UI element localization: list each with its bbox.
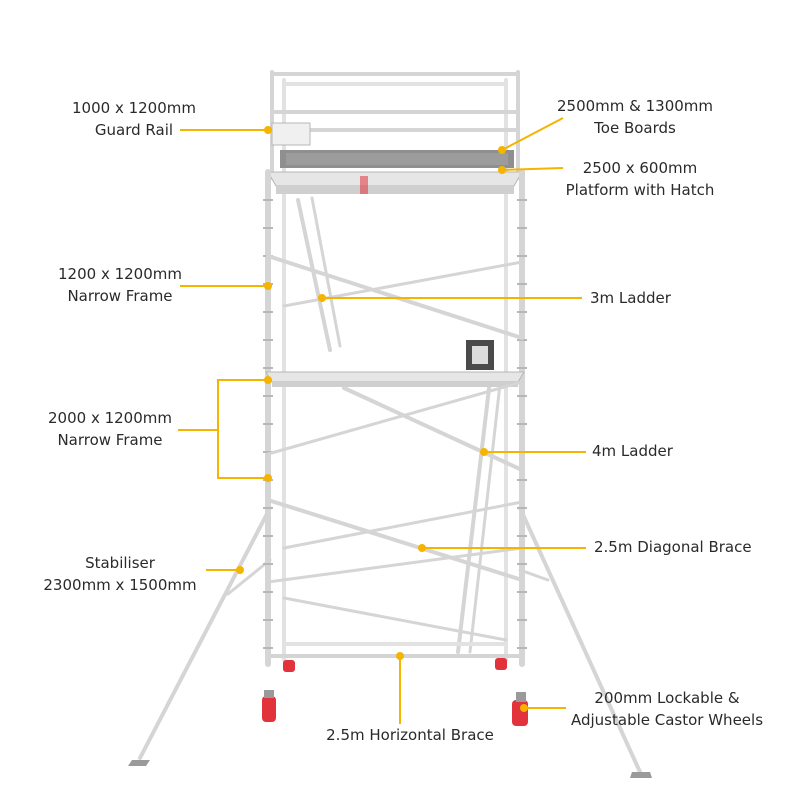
top-platform — [267, 171, 523, 194]
stabiliser-name: Stabiliser — [85, 554, 155, 572]
horizontal-brace — [266, 642, 524, 658]
back-standards — [282, 188, 508, 662]
label-toe-boards: 2500mm & 1300mm Toe Boards — [545, 95, 725, 139]
horizontal-brace-name: 2.5m Horizontal Brace — [326, 726, 494, 744]
guard-rail-name: Guard Rail — [94, 121, 174, 139]
label-ladder-3m: 3m Ladder — [590, 287, 671, 309]
label-horizontal-brace: 2.5m Horizontal Brace — [300, 724, 520, 746]
middle-platform — [265, 371, 525, 387]
platform-name: Platform with Hatch — [565, 181, 715, 199]
stabiliser-left — [128, 506, 272, 766]
label-castor-wheels: 200mm Lockable & Adjustable Castor Wheel… — [556, 687, 778, 731]
ladder-3m — [296, 196, 342, 352]
platform-size: 2500 x 600mm — [582, 159, 698, 177]
label-narrow-frame-2000: 2000 x 1200mm Narrow Frame — [20, 407, 200, 451]
stabiliser-size: 2300mm x 1500mm — [43, 576, 197, 594]
label-stabiliser: Stabiliser 2300mm x 1500mm — [30, 552, 210, 596]
guard-rail-frame — [270, 70, 520, 180]
toe-boards-name: Toe Boards — [594, 119, 676, 137]
castor-wheels — [262, 658, 528, 726]
label-narrow-frame-1200: 1200 x 1200mm Narrow Frame — [30, 263, 210, 307]
diagonal-braces — [266, 380, 524, 642]
label-guard-rail: 1000 x 1200mm Guard Rail — [44, 97, 224, 141]
castor-wheels-name: Adjustable Castor Wheels — [570, 711, 764, 729]
leader-dots — [236, 126, 528, 712]
ladder-4m-name: 4m Ladder — [592, 442, 673, 460]
toe-boards — [271, 122, 514, 168]
narrow-frame-1200-size: 1200 x 1200mm — [58, 265, 182, 283]
label-ladder-4m: 4m Ladder — [592, 440, 673, 462]
narrow-frame-2000-name: Narrow Frame — [57, 431, 163, 449]
ladder-3m-name: 3m Ladder — [590, 289, 671, 307]
diagonal-brace-name: 2.5m Diagonal Brace — [594, 538, 752, 556]
leader-lines — [178, 117, 586, 724]
castor-wheels-spec: 200mm Lockable & — [594, 689, 740, 707]
narrow-frame-2000-size: 2000 x 1200mm — [48, 409, 172, 427]
guard-rail-size: 1000 x 1200mm — [72, 99, 196, 117]
label-diagonal-brace: 2.5m Diagonal Brace — [594, 536, 752, 558]
toe-boards-size: 2500mm & 1300mm — [556, 97, 714, 115]
ladder-4m — [456, 340, 502, 654]
narrow-frame-1200-name: Narrow Frame — [67, 287, 173, 305]
label-platform: 2500 x 600mm Platform with Hatch — [545, 157, 735, 201]
